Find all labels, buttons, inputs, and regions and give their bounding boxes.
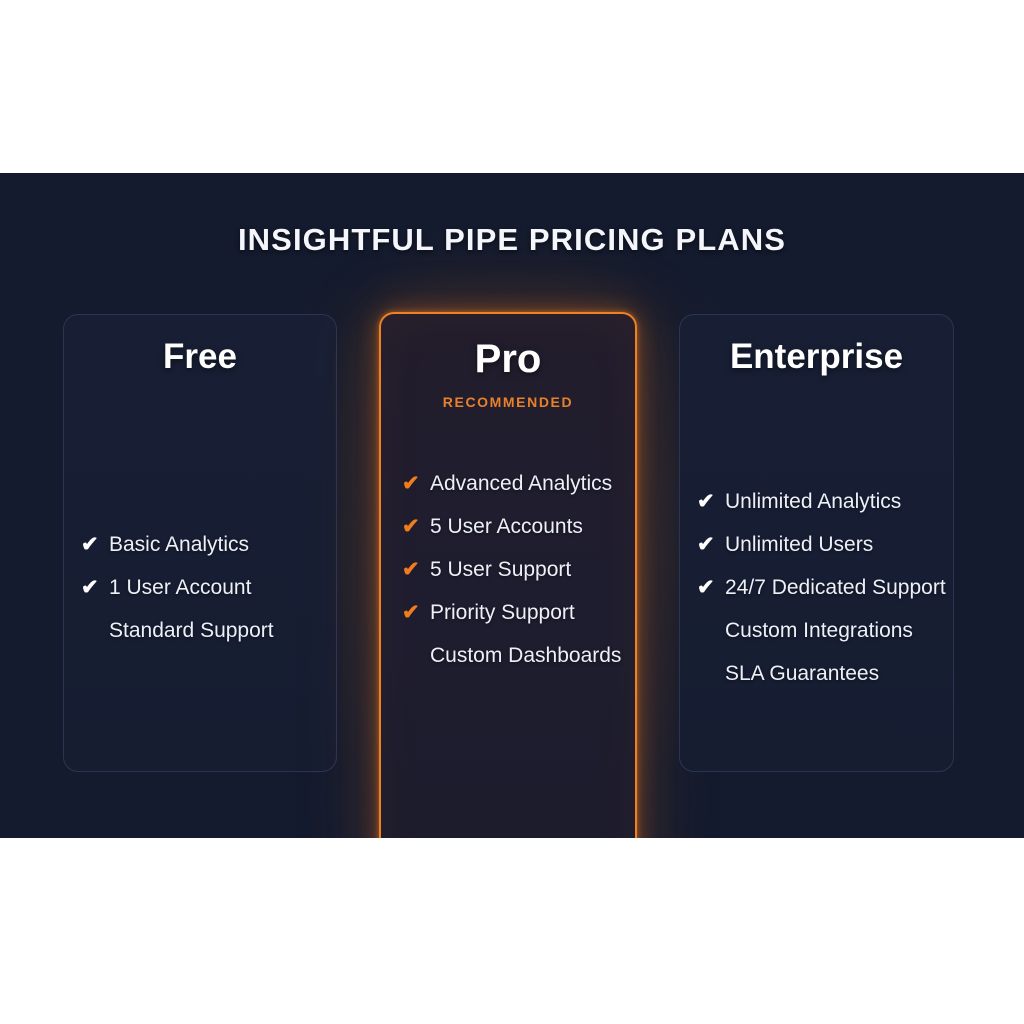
feature-row: ✔ 5 User Support <box>402 548 656 591</box>
feature-label: 24/7 Dedicated Support <box>725 576 946 599</box>
check-icon: ✔ <box>402 472 420 495</box>
recommended-badge: RECOMMENDED <box>442 394 574 410</box>
check-icon: ✔ <box>402 601 420 624</box>
check-icon: ✔ <box>697 490 715 513</box>
pricing-card-enterprise[interactable]: Enterprise ✔ Unlimited Analytics ✔ Unlimite… <box>679 314 954 772</box>
feature-list-enterprise: ✔ Unlimited Analytics ✔ Unlimited Users ✔ 24/… <box>697 480 970 695</box>
feature-label: 5 User Support <box>430 558 572 581</box>
feature-row: ✔ Basic Analytics <box>81 523 353 566</box>
feature-row: ✔ 5 User Accounts <box>402 505 656 548</box>
page-title: INSIGHTFUL PIPE PRICING PLANS <box>237 221 787 257</box>
check-icon: ✔ <box>697 576 715 599</box>
feature-label: Priority Support <box>430 601 575 624</box>
feature-label: Unlimited Analytics <box>725 490 902 513</box>
check-icon: ✔ <box>402 558 420 581</box>
pricing-section: INSIGHTFUL PIPE PRICING PLANS Free ✔ Basi… <box>0 173 1024 838</box>
check-icon: ✔ <box>697 533 715 556</box>
feature-label: Standard Support <box>109 619 274 642</box>
check-icon: ✔ <box>402 515 420 538</box>
check-icon: ✔ <box>81 576 99 599</box>
check-icon: ✔ <box>81 533 99 556</box>
feature-row: ✔ Advanced Analytics <box>402 462 656 505</box>
feature-label: Advanced Analytics <box>430 472 613 495</box>
feature-list-pro: ✔ Advanced Analytics ✔ 5 User Accounts ✔ 5 Us… <box>402 462 656 677</box>
feature-label: 1 User Account <box>109 576 252 599</box>
plan-name-free: Free <box>163 337 237 376</box>
feature-row: ✔ Priority Support <box>402 591 656 634</box>
feature-label: SLA Guarantees <box>725 662 880 685</box>
feature-row: Custom Integrations <box>697 609 970 652</box>
pricing-card-pro[interactable]: Pro RECOMMENDED ✔ Advanced Analytics ✔ 5 Us… <box>379 312 637 838</box>
feature-label: 5 User Accounts <box>430 515 583 538</box>
feature-label: Custom Integrations <box>725 619 913 642</box>
feature-row: ✔ 24/7 Dedicated Support <box>697 566 970 609</box>
feature-row: ✔ 1 User Account <box>81 566 353 609</box>
plan-name-pro: Pro <box>474 337 542 381</box>
feature-label: Basic Analytics <box>109 533 250 556</box>
feature-row: SLA Guarantees <box>697 652 970 695</box>
feature-label: Custom Dashboards <box>430 644 622 667</box>
feature-row: Custom Dashboards <box>402 634 656 677</box>
feature-row: Standard Support <box>81 609 353 652</box>
feature-label: Unlimited Users <box>725 533 874 556</box>
feature-row: ✔ Unlimited Analytics <box>697 480 970 523</box>
feature-row: ✔ Unlimited Users <box>697 523 970 566</box>
plan-name-enterprise: Enterprise <box>729 337 904 376</box>
